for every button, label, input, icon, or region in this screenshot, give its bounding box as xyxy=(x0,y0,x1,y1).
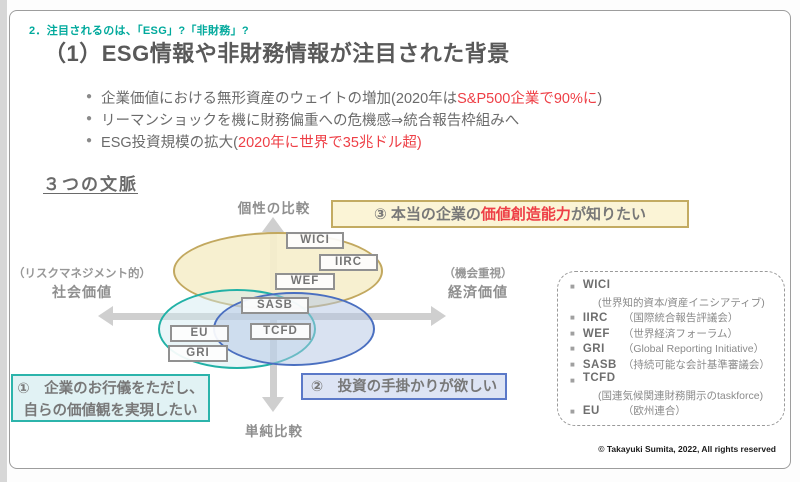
legend-item-iirc: ■ IIRC （国際統合報告評議会） xyxy=(570,310,774,325)
copyright-text: © Takayuki Sumita, 2022, All rights rese… xyxy=(598,444,776,454)
legend-box: ■ WICI (世界知的資本/資産イニシアティブ) ■ IIRC （国際統合報告… xyxy=(557,271,785,426)
legend-square-icon: ■ xyxy=(570,406,575,416)
bullet-item: ● 企業価値における無形資産のウェイトの増加(2020年はS&P500企業で90… xyxy=(86,87,602,109)
vertical-axis-up-arrow-icon xyxy=(262,217,284,232)
legend-desc: （欧州連合） xyxy=(622,405,686,418)
bullet-dot-icon: ● xyxy=(86,135,93,146)
legend-item-eu: ■ EU （欧州連合） xyxy=(570,403,774,418)
vertical-axis-down-arrow-icon xyxy=(262,397,284,412)
legend-desc-wici: (世界知的資本/資産イニシアティブ) xyxy=(598,296,765,309)
legend-desc-tcfd: (国連気候関連財務開示のtaskforce) xyxy=(598,389,764,402)
callout-1-line1: ① 企業のお行儀をただし、 xyxy=(17,381,204,397)
highlight-red-text: 2020年に世界で35兆ドル超) xyxy=(238,135,422,151)
legend-name: IIRC xyxy=(582,312,608,325)
legend-square-icon: ■ xyxy=(570,344,575,354)
bullet-dot-icon: ● xyxy=(86,113,93,124)
legend-square-icon: ■ xyxy=(570,360,575,369)
legend-square-icon: ■ xyxy=(570,313,575,323)
legend-square-icon: ■ xyxy=(570,282,575,292)
axis-label-top: 個性の比較 xyxy=(237,201,311,216)
bullet-list: ● 企業価値における無形資産のウェイトの増加(2020年はS&P500企業で90… xyxy=(86,87,602,153)
legend-item-tcfd: ■ TCFD xyxy=(570,372,774,387)
bullet-item: ● ESG投資規模の拡大(2020年に世界で35兆ドル超) xyxy=(86,131,602,153)
legend-name: WICI xyxy=(582,279,611,292)
legend-name: GRI xyxy=(582,343,605,356)
axis-label-right-sub: （機会重視） xyxy=(443,268,513,280)
axis-label-bottom: 単純比較 xyxy=(245,424,303,439)
legend-name: SASB xyxy=(582,358,617,371)
callout-3-value-creation: ③ 本当の企業の価値創造能力が知りたい xyxy=(331,200,689,228)
legend-desc: （世界経済フォーラム） xyxy=(622,327,739,340)
legend-item-wici: ■ WICI xyxy=(570,279,774,294)
callout-2-investment-clues: ② 投資の手掛かりが欲しい xyxy=(301,373,507,400)
page-title: （1）ESG情報や非財務情報が注目された背景 xyxy=(44,41,510,66)
legend-square-icon: ■ xyxy=(570,328,575,338)
highlight-red-text: S&P500企業で90%に xyxy=(457,91,598,107)
axis-label-left-sub: （リスクマネジメント的） xyxy=(13,268,151,280)
org-label-gri: GRI xyxy=(168,345,228,362)
bullet-text: 企業価値における無形資産のウェイトの増加(2020年はS&P500企業で90%に… xyxy=(101,91,603,107)
axis-label-left-main: 社会価値 xyxy=(52,284,112,300)
legend-name: EU xyxy=(582,405,600,418)
org-label-tcfd: TCFD xyxy=(250,323,311,340)
section-heading: ３つの文脈 xyxy=(43,175,138,194)
legend-desc: （国際統合報告評議会） xyxy=(622,312,739,325)
bullet-text: リーマンショックを機に財務偏重への危機感⇒統合報告枠組みへ xyxy=(101,113,520,129)
bullet-dot-icon: ● xyxy=(86,91,93,102)
horizontal-axis-left-arrow-icon xyxy=(98,306,113,326)
org-label-sasb: SASB xyxy=(241,297,309,314)
axis-label-left: （リスクマネジメント的） 社会価値 xyxy=(10,265,154,302)
org-label-wici: WICI xyxy=(286,232,344,249)
slide: 2．注目されるのは、「ESG」?「非財務」? （1）ESG情報や非財務情報が注目… xyxy=(9,10,791,469)
org-label-iirc: IIRC xyxy=(319,254,378,271)
legend-item-wef: ■ WEF （世界経済フォーラム） xyxy=(570,326,774,341)
bullet-text: ESG投資規模の拡大(2020年に世界で35兆ドル超) xyxy=(101,135,422,151)
org-label-eu: EU xyxy=(170,325,229,342)
window-edge-strip xyxy=(0,0,7,482)
highlight-red-text: 価値創造能力 xyxy=(480,206,571,223)
org-label-wef: WEF xyxy=(275,273,335,290)
legend-item-gri: ■ GRI （Global Reporting Initiative） xyxy=(570,341,774,356)
axis-label-right-main: 経済価値 xyxy=(448,284,508,300)
bullet-item: ● リーマンショックを機に財務偏重への危機感⇒統合報告枠組みへ xyxy=(86,109,602,131)
callout-1-line2: 自らの価値観を実現したい xyxy=(23,403,198,419)
horizontal-axis-right-arrow-icon xyxy=(431,306,446,326)
legend-desc: （持続可能な会計基準審議会） xyxy=(622,358,770,371)
legend-item-sasb: ■ SASB （持続可能な会計基準審議会） xyxy=(570,357,774,372)
legend-square-icon: ■ xyxy=(570,375,575,385)
axis-label-right: （機会重視） 経済価値 xyxy=(418,265,538,302)
legend-name: TCFD xyxy=(582,372,616,385)
legend-name: WEF xyxy=(582,327,610,340)
callout-1-corporate-conduct: ① 企業のお行儀をただし、 自らの価値観を実現したい xyxy=(11,374,210,422)
legend-desc: （Global Reporting Initiative） xyxy=(622,343,765,356)
kicker-heading: 2．注目されるのは、「ESG」?「非財務」? xyxy=(29,25,249,37)
